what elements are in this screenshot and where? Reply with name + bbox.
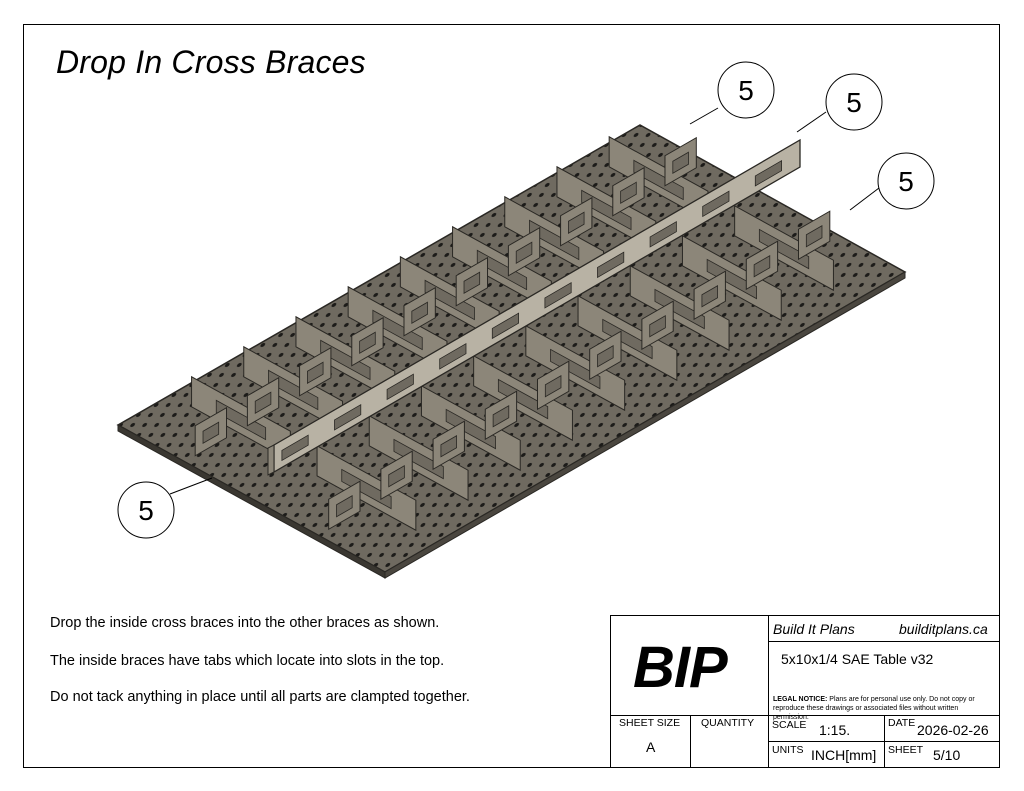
cross-brace-left-slot xyxy=(581,189,632,231)
note-3: Do not tack anything in place until all … xyxy=(50,689,470,705)
cross-brace-left-slot xyxy=(320,339,371,381)
long-brace-segment-slot xyxy=(753,255,771,278)
title-block: BIP Build It Plans builditplans.ca 5x10x… xyxy=(610,615,1000,768)
cross-brace-left-slot xyxy=(633,159,684,201)
units-value: INCH[mm] xyxy=(811,747,877,763)
units-label: UNITS xyxy=(772,744,804,756)
cross-brace-left-slot xyxy=(268,369,319,411)
cross-brace-left-slot xyxy=(215,399,267,441)
scale-label: SCALE xyxy=(772,719,807,731)
page-title: Drop In Cross Braces xyxy=(56,44,366,80)
long-brace-segment-slot xyxy=(388,465,405,488)
long-brace-segment-slot xyxy=(492,405,510,428)
long-brace-slot xyxy=(649,220,677,248)
long-brace-segment-slot xyxy=(359,331,376,354)
long-brace-segment-slot xyxy=(440,435,457,458)
note-2: The inside braces have tabs which locate… xyxy=(50,653,445,669)
long-brace-segment-slot xyxy=(411,301,428,324)
long-brace-slot xyxy=(597,251,625,279)
cross-brace-right-slot xyxy=(654,288,705,330)
company-logo: BIP xyxy=(633,635,728,700)
long-brace-slot xyxy=(702,190,730,218)
cross-brace-left-slot xyxy=(372,309,423,351)
balloon-1-label: 5 xyxy=(138,495,154,526)
note-1: Drop the inside cross braces into the ot… xyxy=(50,615,440,631)
cross-brace-right-slot xyxy=(497,378,549,420)
sheet-label: SHEET xyxy=(888,744,924,756)
long-brace-slot xyxy=(491,312,519,340)
cross-brace-right-slot xyxy=(550,348,601,390)
legal-notice: LEGAL NOTICE: Plans are for personal use… xyxy=(773,695,995,722)
cross-brace-right-slot xyxy=(602,318,653,360)
cross-brace-right-slot xyxy=(445,408,496,450)
cross-brace-right-slot xyxy=(706,258,757,300)
date-value: 2026-02-26 xyxy=(917,722,989,738)
cross-brace-left-slot xyxy=(529,219,580,261)
quantity-label: QUANTITY xyxy=(701,717,755,729)
long-brace-segment-slot xyxy=(254,391,272,414)
balloon-3: 5 xyxy=(825,73,883,131)
long-brace-segment-slot xyxy=(463,271,481,294)
balloon-4: 5 xyxy=(877,152,935,210)
long-brace-segment-slot xyxy=(544,375,562,398)
long-brace-segment-slot xyxy=(597,345,614,368)
balloon-1: 5 xyxy=(117,481,175,539)
company-website: builditplans.ca xyxy=(899,621,988,637)
legal-notice-text: Plans are for personal use only. Do not … xyxy=(773,696,975,721)
sheet-border xyxy=(23,24,1000,768)
date-label: DATE xyxy=(888,717,916,729)
long-brace-slot xyxy=(281,434,309,462)
long-brace-slot xyxy=(386,373,414,401)
center-long-brace xyxy=(267,138,801,476)
long-brace-slot xyxy=(754,159,782,187)
table-top-plate xyxy=(116,124,907,579)
sheet-value: 5/10 xyxy=(933,747,961,763)
sheet-size-value: A xyxy=(646,739,656,755)
balloon-2-label: 5 xyxy=(738,75,754,106)
long-brace-slot xyxy=(439,342,467,370)
long-brace-segment-slot xyxy=(672,151,689,174)
long-brace-slot xyxy=(544,281,572,309)
company-name: Build It Plans xyxy=(773,621,855,637)
cross-brace-right-slot xyxy=(393,438,444,480)
cross-brace-right-slot xyxy=(341,468,392,510)
balloon-2: 5 xyxy=(717,61,775,119)
cross-brace-left-slot xyxy=(424,279,475,321)
balloon-4-label: 5 xyxy=(898,166,914,197)
long-brace-segment-slot xyxy=(515,241,533,264)
balloon-3-label: 5 xyxy=(846,87,862,118)
leader-lines xyxy=(169,107,880,495)
long-brace-segment-slot xyxy=(202,421,220,444)
long-brace-segment-slot xyxy=(805,225,823,248)
long-brace-segment-slot xyxy=(307,361,324,384)
scale-value: 1:15. xyxy=(819,722,851,738)
long-brace-segment-slot xyxy=(336,495,353,518)
long-brace-segment-slot xyxy=(649,315,666,338)
cross-brace-right-slot xyxy=(758,228,810,270)
legal-notice-label: LEGAL NOTICE: xyxy=(773,696,828,703)
long-brace-slot xyxy=(334,403,362,431)
cross-braces xyxy=(191,135,834,532)
cross-brace-left-slot xyxy=(476,249,528,291)
long-brace-segment-slot xyxy=(568,211,585,234)
sheet-size-label: SHEET SIZE xyxy=(619,717,681,729)
drawing-title: 5x10x1/4 SAE Table v32 xyxy=(781,651,934,667)
long-brace-segment-slot xyxy=(620,181,637,204)
long-brace-segment-slot xyxy=(701,285,718,308)
